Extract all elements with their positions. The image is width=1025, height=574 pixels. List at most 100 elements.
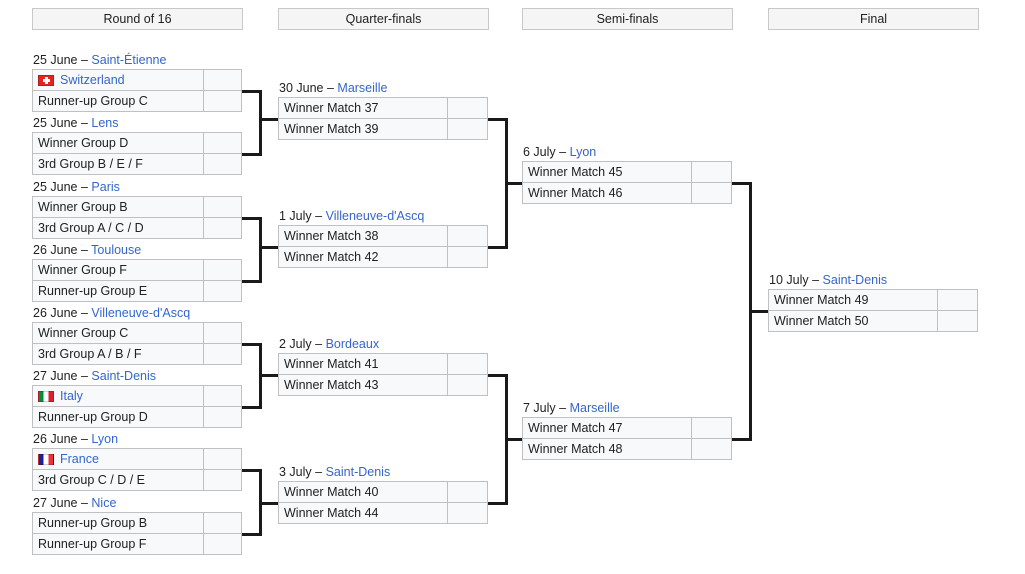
team-name[interactable]: Switzerland: [60, 73, 125, 87]
team-cell: Runner-up Group D: [32, 406, 204, 428]
team-name: Winner Group B: [38, 200, 128, 214]
match-venue-link[interactable]: Paris: [91, 180, 120, 194]
score-cell: [448, 481, 488, 503]
match-dash: –: [80, 369, 88, 383]
team-name: Winner Match 46: [528, 186, 623, 200]
match-venue-link[interactable]: Marseille: [569, 401, 620, 415]
score-cell: [448, 502, 488, 524]
team-cell: Winner Match 48: [522, 438, 692, 460]
r16-match-4-label: 26 June – Toulouse: [32, 242, 242, 260]
match-dash: –: [315, 337, 323, 351]
team-name: Winner Match 43: [284, 378, 379, 392]
team-name: Winner Match 50: [774, 314, 869, 328]
match-date: 26 June: [33, 432, 78, 446]
match-venue-link[interactable]: Toulouse: [91, 243, 142, 257]
match-venue-link[interactable]: Lyon: [91, 432, 119, 446]
match-date: 25 June: [33, 53, 78, 67]
match-row: Winner Match 48: [522, 438, 732, 460]
match-dash: –: [315, 465, 323, 479]
r16-qf-3-connector-top: [242, 343, 260, 346]
score-cell: [692, 438, 732, 460]
match-date: 2 July: [279, 337, 312, 351]
score-cell: [692, 182, 732, 204]
team-cell: Winner Match 44: [278, 502, 448, 524]
team-cell: Winner Match 41: [278, 353, 448, 375]
team-cell: Winner Match 49: [768, 289, 938, 311]
match-venue-link[interactable]: Bordeaux: [325, 337, 380, 351]
match-date: 26 June: [33, 243, 78, 257]
match-row: Winner Match 40: [278, 481, 488, 503]
match-venue-link[interactable]: Lyon: [569, 145, 597, 159]
team-name: Winner Match 48: [528, 442, 623, 456]
qf-sf-2-connector-bottom: [488, 502, 506, 505]
match-row: Winner Match 41: [278, 353, 488, 375]
team-name: Winner Match 38: [284, 229, 379, 243]
match-venue-link[interactable]: Saint-Denis: [822, 273, 888, 287]
match-row: Winner Match 44: [278, 502, 488, 524]
match-dash: –: [80, 432, 88, 446]
team-name: Runner-up Group B: [38, 516, 148, 530]
match-venue-link[interactable]: Saint-Étienne: [91, 53, 167, 67]
flag-it-icon: [38, 390, 54, 402]
match-venue-link[interactable]: Nice: [91, 496, 117, 510]
match-venue-link[interactable]: Lens: [91, 116, 119, 130]
score-cell: [204, 385, 242, 407]
round-header-3: Semi-finals: [522, 8, 733, 30]
qf-sf-1-connector-out: [506, 182, 522, 185]
match-row: 3rd Group A / C / D: [32, 217, 242, 239]
match-venue-link[interactable]: Villeneuve-d'Ascq: [325, 209, 425, 223]
r16-qf-2-connector-stem: [258, 217, 262, 283]
team-name: Winner Match 49: [774, 293, 869, 307]
team-name[interactable]: Italy: [60, 389, 83, 403]
match-venue-link[interactable]: Saint-Denis: [325, 465, 391, 479]
team-cell: Winner Match 46: [522, 182, 692, 204]
score-cell: [448, 246, 488, 268]
match-row: Winner Match 47: [522, 417, 732, 439]
qf-sf-1-connector-top: [488, 118, 506, 121]
match-venue-link[interactable]: Saint-Denis: [91, 369, 157, 383]
team-cell: Italy: [32, 385, 204, 407]
score-cell: [204, 322, 242, 344]
team-cell: Winner Group F: [32, 259, 204, 281]
team-name: Winner Match 40: [284, 485, 379, 499]
team-cell: Winner Group B: [32, 196, 204, 218]
match-row: Winner Match 45: [522, 161, 732, 183]
qf-sf-2-connector-out: [506, 438, 522, 441]
match-dash: –: [80, 496, 88, 510]
team-name: Winner Match 44: [284, 506, 379, 520]
match-dash: –: [80, 53, 88, 67]
match-date: 7 July: [523, 401, 556, 415]
match-row: Winner Group F: [32, 259, 242, 281]
team-name: 3rd Group A / B / F: [38, 347, 142, 361]
match-venue-link[interactable]: Villeneuve-d'Ascq: [91, 306, 191, 320]
match-venue-link[interactable]: Marseille: [337, 81, 388, 95]
match-dash: –: [315, 209, 323, 223]
sf-final-connector-bottom: [732, 438, 750, 441]
match-row: Winner Match 37: [278, 97, 488, 119]
score-cell: [204, 469, 242, 491]
sf-match-1-label: 6 July – Lyon: [522, 144, 732, 162]
score-cell: [204, 217, 242, 239]
match-row: Italy: [32, 385, 242, 407]
score-cell: [448, 353, 488, 375]
r16-match-6-label: 27 June – Saint-Denis: [32, 368, 242, 386]
match-date: 27 June: [33, 369, 78, 383]
match-row: Runner-up Group C: [32, 90, 242, 112]
match-row: 3rd Group B / E / F: [32, 153, 242, 175]
team-name: Winner Match 47: [528, 421, 623, 435]
match-row: Winner Group B: [32, 196, 242, 218]
team-name[interactable]: France: [60, 452, 99, 466]
score-cell: [204, 448, 242, 470]
match-date: 6 July: [523, 145, 556, 159]
team-name: 3rd Group C / D / E: [38, 473, 145, 487]
r16-qf-1-connector-out: [260, 118, 278, 121]
team-cell: Winner Match 43: [278, 374, 448, 396]
match-row: Runner-up Group B: [32, 512, 242, 534]
score-cell: [204, 259, 242, 281]
